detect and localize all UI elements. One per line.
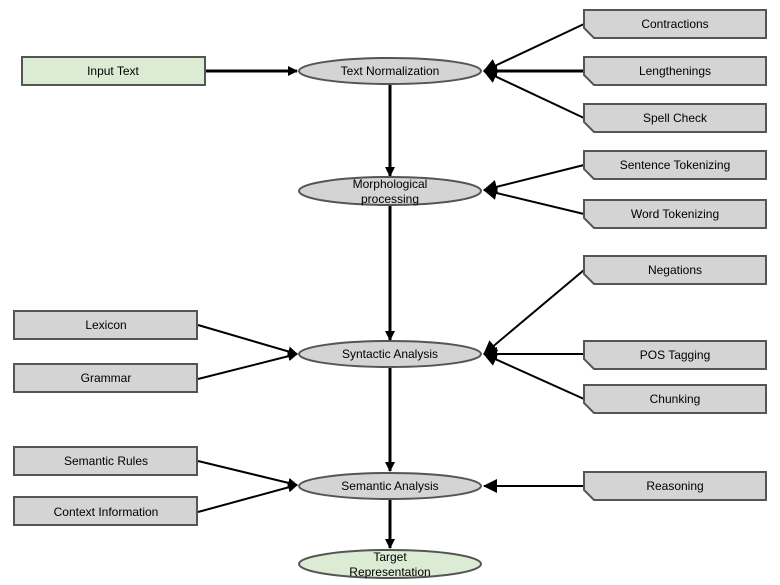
box-grammar: Grammar: [13, 363, 198, 393]
sentence-tokenizing-label: Sentence Tokenizing: [620, 158, 731, 172]
edge-negations: [483, 269, 585, 355]
box-contractions: Contractions: [583, 9, 767, 39]
edge-context-information: [197, 482, 298, 513]
spell-check-label: Spell Check: [643, 111, 708, 125]
input-text-label: Input Text: [87, 64, 139, 78]
box-pos-tagging: POS Tagging: [583, 340, 767, 370]
word-tokenizing-label: Word Tokenizing: [631, 207, 719, 221]
target-label-line1: Target: [373, 550, 407, 564]
edge-contractions: [483, 23, 585, 72]
ellipse-text-normalization: Text Normalization: [298, 57, 482, 85]
box-negations: Negations: [583, 255, 767, 285]
syntactic-analysis-label: Syntactic Analysis: [342, 347, 438, 361]
box-semantic-rules: Semantic Rules: [13, 446, 198, 476]
lengthenings-label: Lengthenings: [639, 64, 711, 78]
ellipse-morphological-processing: Morphological processing: [298, 176, 482, 206]
box-reasoning: Reasoning: [583, 471, 767, 501]
morphological-label-line1: Morphological: [353, 177, 428, 191]
connectors: [197, 23, 585, 549]
box-input-text: Input Text: [21, 56, 206, 86]
box-sentence-tokenizing: Sentence Tokenizing: [583, 150, 767, 180]
text-normalization-label: Text Normalization: [341, 64, 440, 78]
grammar-label: Grammar: [81, 371, 132, 385]
semantic-analysis-label: Semantic Analysis: [341, 479, 438, 493]
lexicon-label: Lexicon: [85, 318, 126, 332]
morphological-label-line2: processing: [361, 192, 419, 206]
target-label-line2: Representation: [349, 565, 430, 579]
negations-label: Negations: [648, 263, 702, 277]
box-context-information: Context Information: [13, 496, 198, 526]
box-chunking: Chunking: [583, 384, 767, 414]
edge-spell-check: [483, 70, 585, 119]
box-spell-check: Spell Check: [583, 103, 767, 133]
edge-lexicon: [197, 324, 298, 357]
edge-grammar: [197, 351, 298, 380]
box-lexicon: Lexicon: [13, 310, 198, 340]
edge-chunking: [483, 352, 585, 400]
box-word-tokenizing: Word Tokenizing: [583, 199, 767, 229]
box-lengthenings: Lengthenings: [583, 56, 767, 86]
edge-word-tokenizing: [483, 186, 585, 215]
ellipse-semantic-analysis: Semantic Analysis: [298, 472, 482, 500]
ellipse-syntactic-analysis: Syntactic Analysis: [298, 340, 482, 368]
context-information-label: Context Information: [54, 505, 159, 519]
ellipse-target-representation: Target Representation: [298, 549, 482, 579]
contractions-label: Contractions: [641, 17, 708, 31]
edge-semantic-rules: [197, 460, 298, 488]
pos-tagging-label: POS Tagging: [640, 348, 711, 362]
chunking-label: Chunking: [650, 392, 701, 406]
edge-sentence-tokenizing: [483, 164, 585, 194]
reasoning-label: Reasoning: [646, 479, 703, 493]
semantic-rules-label: Semantic Rules: [64, 454, 148, 468]
